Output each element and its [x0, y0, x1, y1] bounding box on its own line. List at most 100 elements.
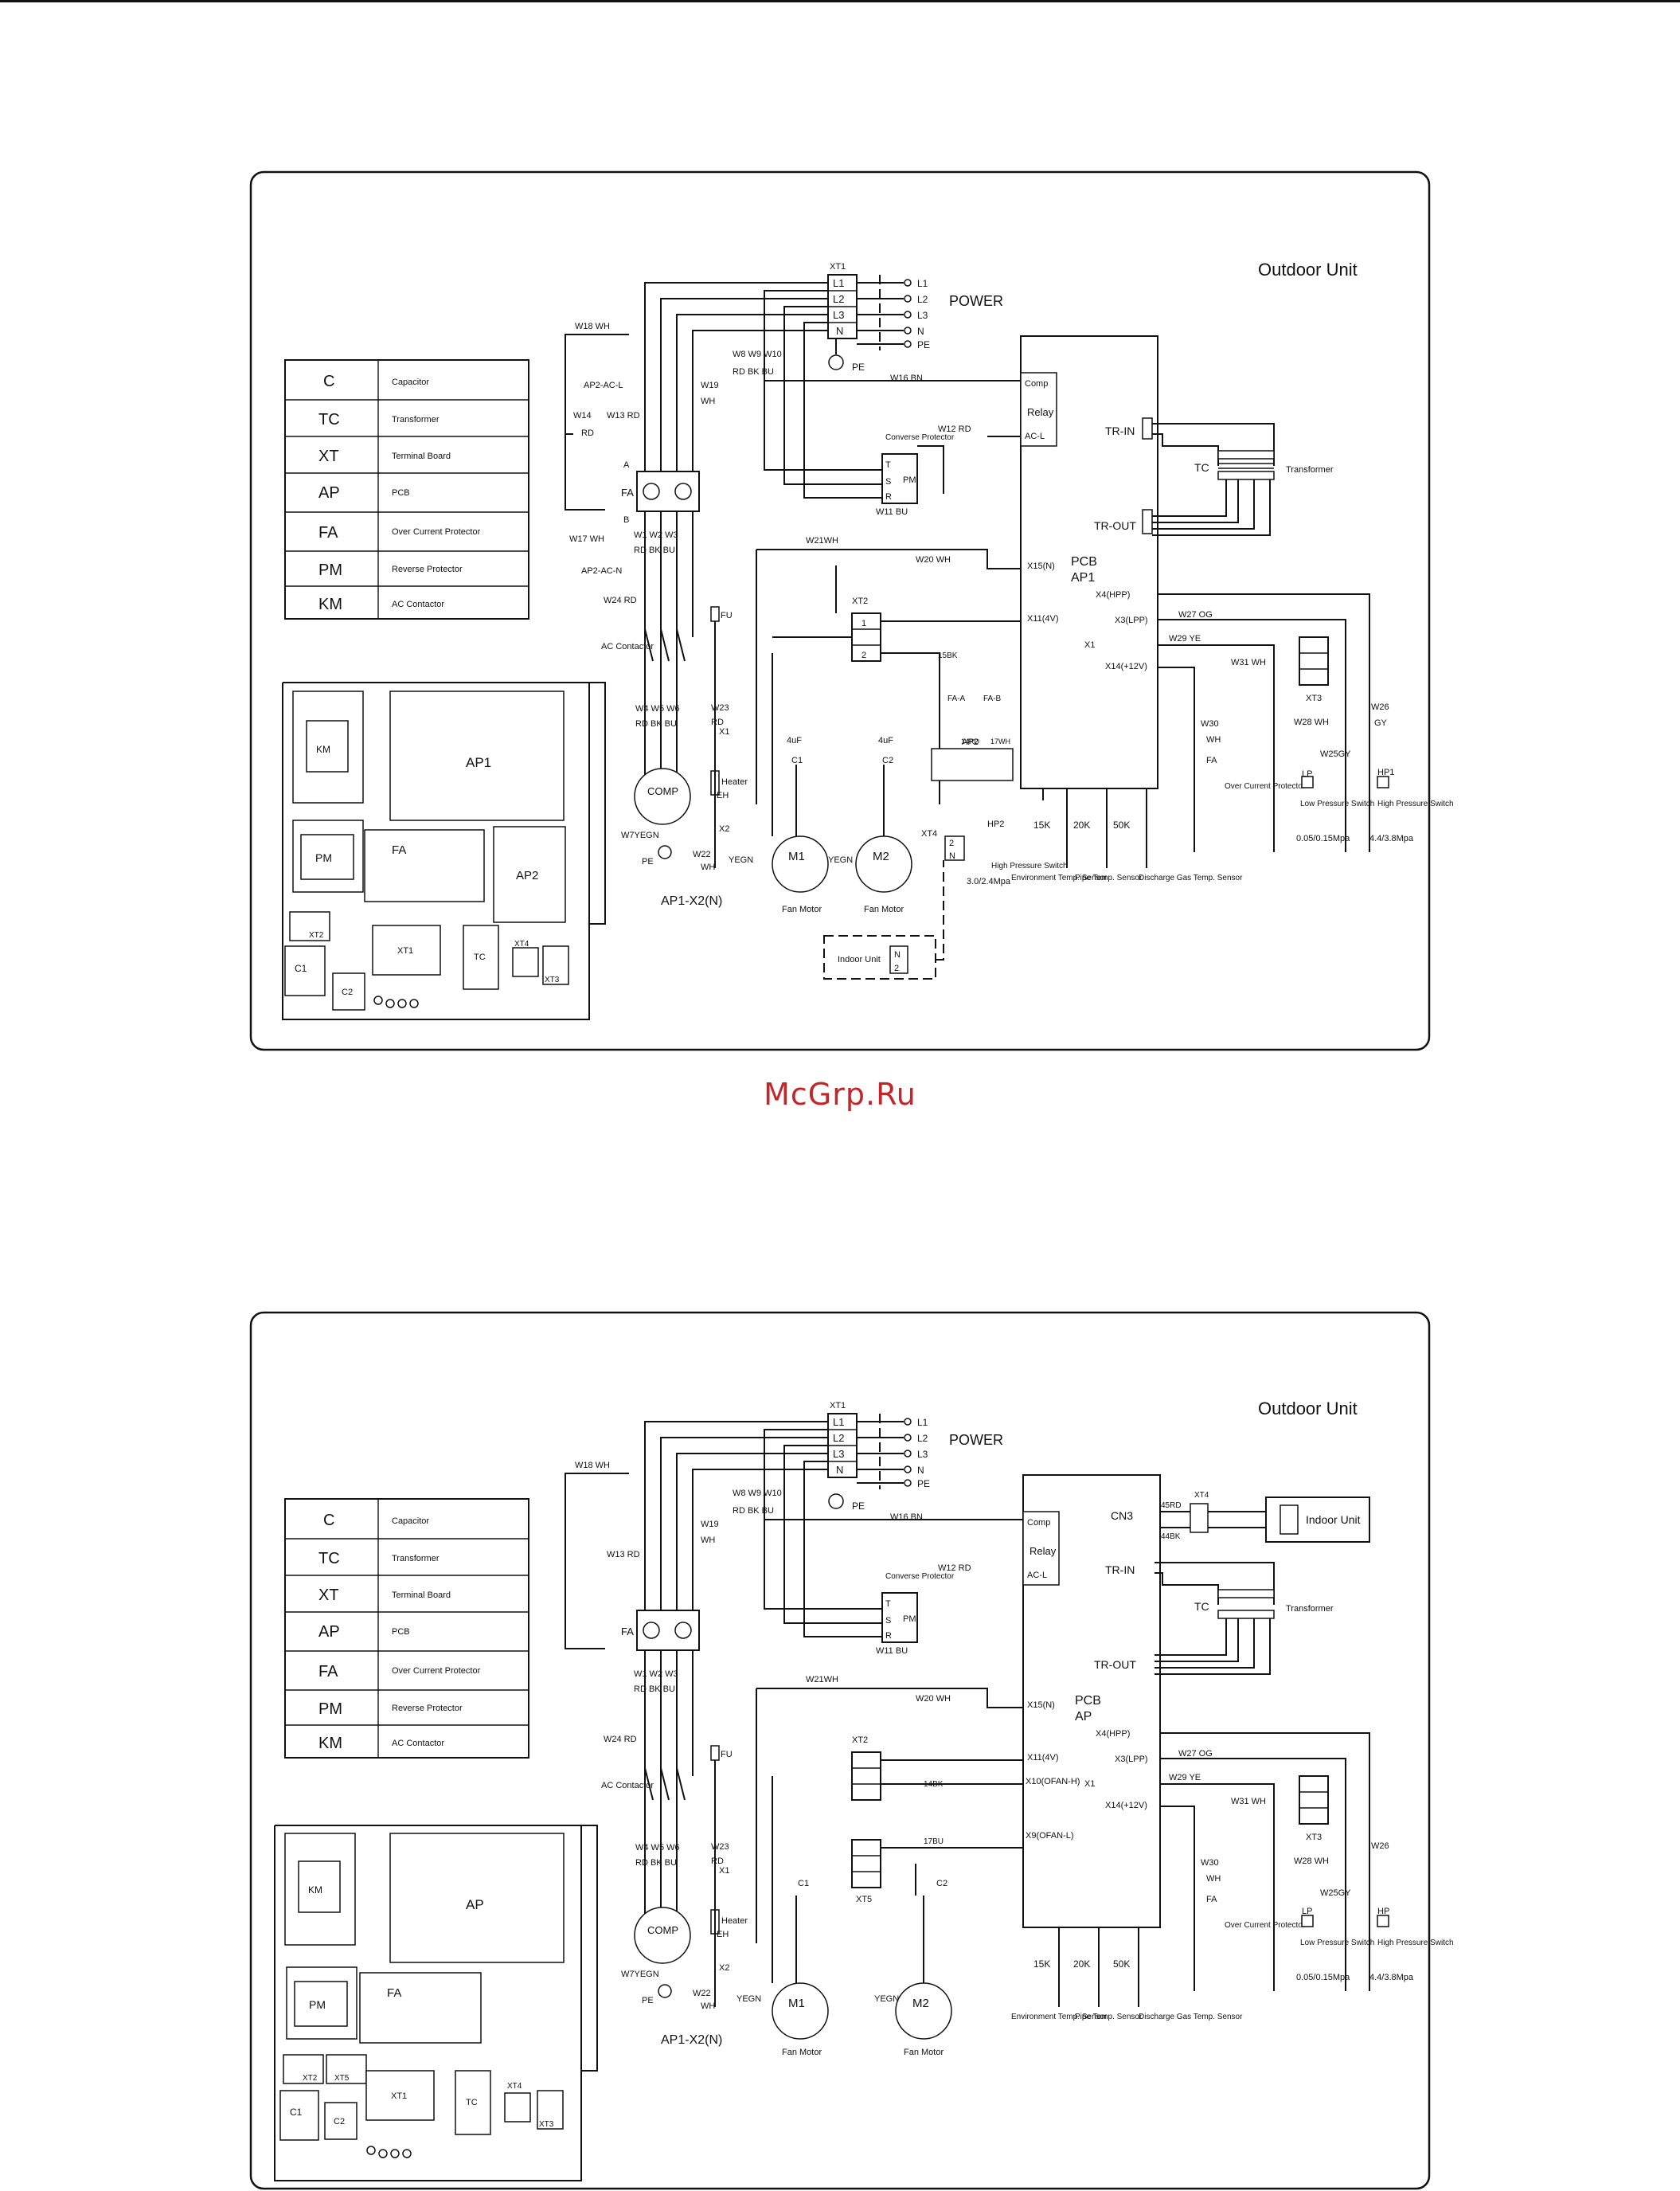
wire-w26-color: GY [1374, 718, 1388, 728]
indoor-unit-2: 45RD 44BK XT4 Indoor Unit [1160, 1491, 1370, 1543]
wire-44bk: 44BK [1161, 1532, 1181, 1541]
wire-w19: W19 [701, 1520, 719, 1529]
legend-name: AC Contactor [392, 600, 444, 609]
wire-w12: W12 RD [938, 425, 971, 434]
xt1-label: XT1 [830, 262, 846, 272]
wire-w23: W23 [711, 1842, 729, 1852]
wire-bundle [565, 282, 884, 804]
fa-small: FA [1206, 756, 1217, 765]
fan-motors: M1 Fan Motor M2 Fan Motor C1 C2 YEGN YEG… [736, 1776, 952, 2057]
indoor-n: N [894, 950, 901, 960]
mains-l1: L1 [917, 1417, 928, 1428]
layout-tc: TC [474, 953, 486, 962]
sensor-50k: 50K [1113, 1958, 1130, 1970]
watermark: McGrp.Ru [764, 1077, 916, 1112]
layout-xt2: XT2 [303, 2074, 318, 2083]
wire-w13: W13 RD [607, 1550, 640, 1559]
fa-a-label: A [623, 460, 630, 470]
ap-label: AP [1075, 1710, 1092, 1723]
transformer-tc: TC Transformer [1152, 423, 1334, 536]
legend-code: AP [318, 484, 340, 502]
ground-icon [828, 354, 844, 370]
pm-r: R [885, 492, 892, 502]
mains-l3: L3 [917, 310, 928, 321]
temp-sensors: 15K 20K 50K Environment Temp. Sensor Pip… [1011, 1927, 1243, 2021]
x4-label: X4(HPP) [1096, 1729, 1130, 1739]
fan-motor-2-label: Fan Motor [864, 905, 904, 914]
fa-small: FA [1206, 1895, 1217, 1904]
low-pressure-label: Low Pressure Switch [1300, 800, 1374, 808]
diagram-title: Outdoor Unit [1258, 1399, 1358, 1418]
legend-code: FA [318, 1663, 338, 1680]
transformer-label: Transformer [1286, 465, 1334, 475]
pcb-ap: Comp Relay AC-L PCB AP CN3 TR-IN TR-OUT … [1022, 1474, 1161, 1928]
legend-code: KM [318, 596, 342, 613]
converse-protector: T S R PM Converse Protector [881, 1572, 955, 1643]
layout-ap1: AP1 [466, 755, 491, 770]
wire-w30: W30 [1201, 719, 1219, 729]
pm-s: S [885, 477, 891, 487]
x4-label: X4(HPP) [1096, 590, 1130, 600]
tc-label: TC [1194, 1600, 1209, 1613]
tr-out-label: TR-OUT [1094, 1658, 1136, 1671]
c1-label: C1 [791, 756, 803, 765]
heater-label: Heater [721, 1916, 748, 1926]
legend-code: PM [318, 561, 342, 579]
pm-t: T [885, 1599, 891, 1609]
wire-w28: W28 WH [1294, 718, 1329, 727]
m2-label: M2 [873, 850, 889, 863]
comp-pe: PE [642, 1996, 654, 2005]
terminal-l2: L2 [833, 293, 844, 305]
x1-label: X1 [1084, 640, 1095, 650]
comp-label: COMP [647, 785, 678, 797]
wire-w25: W25GY [1320, 1888, 1351, 1898]
legend-code: C [323, 373, 334, 390]
comp-relay-label: Comp [1027, 1518, 1050, 1528]
wire-w26: W26 [1371, 1841, 1389, 1851]
pe-label: PE [852, 362, 865, 373]
wire-w30-color: WH [1206, 1874, 1221, 1884]
wire-w16: W16 BN [890, 1512, 923, 1522]
ap1-label: AP1 [1071, 571, 1095, 585]
wire-15bk: 15BK [938, 651, 958, 660]
legend-code: TC [318, 1550, 340, 1567]
wire-w30-color: WH [1206, 735, 1221, 745]
wire-w23-color: RD [711, 718, 724, 727]
legend-code: FA [318, 524, 338, 542]
terminal-l1: L1 [833, 1416, 844, 1428]
pipe-sensor-label: Pipe Temp. Sensor [1075, 874, 1143, 882]
legend-code: AP [318, 1623, 340, 1641]
heater-x1: X1 [719, 1866, 729, 1876]
fu-label: FU [721, 1750, 733, 1759]
pipe-sensor-label: Pipe Temp. Sensor [1075, 2013, 1143, 2021]
legend-code: C [323, 1512, 334, 1529]
wire-w7: W7YEGN [621, 831, 659, 840]
x3-label: X3(LPP) [1115, 616, 1148, 625]
fu-label: FU [721, 611, 733, 620]
layout-pm: PM [309, 1998, 326, 2011]
indoor-unit-label: Indoor Unit [1306, 1513, 1361, 1526]
discharge-sensor-label: Discharge Gas Temp. Sensor [1139, 2013, 1243, 2021]
mains-supply: L1 L2 L3 N PE PE [828, 275, 930, 373]
legend-code: KM [318, 1735, 342, 1752]
lp-tag: LP [1302, 769, 1312, 779]
xt4-2: 2 [949, 839, 954, 848]
wire-ap2-ac-n: AP2-AC-N [581, 566, 622, 576]
pcb-box [1020, 335, 1158, 789]
ac-l-label: AC-L [1025, 432, 1045, 441]
heater-x2: X2 [719, 1963, 729, 1973]
wire-w123-colors: RD BK BU [634, 546, 675, 555]
fa-protector: FA [621, 1610, 700, 1651]
wire-w27: W27 OG [1178, 610, 1213, 620]
wire-w29: W29 YE [1169, 1773, 1201, 1782]
transformer-tc: TC Transformer [1155, 1562, 1334, 1675]
mains-l1: L1 [917, 278, 928, 289]
x11-label: X11(4V) [1027, 614, 1059, 624]
x15-label: X15(N) [1027, 1700, 1055, 1710]
terminal-n: N [836, 1464, 843, 1476]
power-label: POWER [949, 293, 1003, 309]
mains-supply: L1 L2 L3 N PE PE [828, 1414, 930, 1512]
x14-label: X14(+12V) [1105, 1801, 1147, 1810]
hp2-desc: High Pressure Switch [991, 862, 1068, 871]
wire-w18: W18 WH [575, 1461, 610, 1470]
